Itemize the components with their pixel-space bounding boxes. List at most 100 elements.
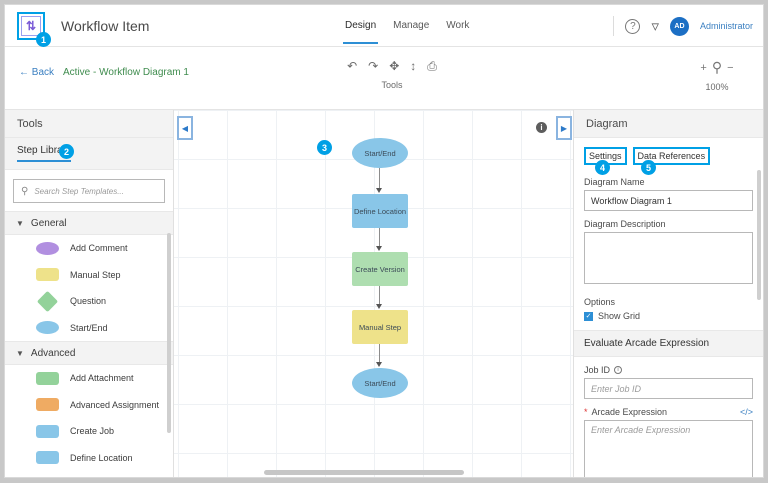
group-label: General [30, 217, 67, 229]
edge-arrowhead-icon [376, 188, 382, 193]
diagram-node-end[interactable]: Start/End [352, 368, 408, 398]
sub-header-toolbar: ← Back Active - Workflow Diagram 1 ↶ ↷ ✥… [5, 47, 763, 110]
list-item[interactable]: Manual Step [5, 262, 173, 289]
diagram-canvas[interactable]: ◀ i ▶ Start/End Define Location Create V… [174, 110, 573, 477]
canvas-horizontal-scrollbar[interactable] [264, 470, 464, 475]
show-grid-option[interactable]: ✓ Show Grid [584, 311, 753, 321]
edge-connector [379, 344, 380, 364]
list-item[interactable]: Add Attachment [5, 365, 173, 392]
step-swatch-icon [36, 398, 59, 412]
tab-step-library[interactable]: Step Library [17, 145, 71, 162]
list-item[interactable]: Run GP Service [5, 471, 173, 477]
back-label: Back [31, 67, 55, 78]
job-id-label: Job ID [584, 365, 611, 375]
logo-glyph: ⇅ [25, 18, 37, 33]
chevron-down-icon: ▼ [16, 348, 24, 358]
code-brackets-icon[interactable]: </> [739, 407, 753, 417]
nav-tab-manage[interactable]: Manage [393, 20, 430, 31]
step-label: Define Location [70, 452, 133, 463]
callout-badge-4: 4 [595, 160, 610, 175]
print-icon[interactable]: ⎙ [427, 59, 437, 73]
info-icon[interactable]: i [536, 122, 547, 133]
search-container: ⚲ [5, 170, 173, 211]
main-nav: Design Manage Work [342, 5, 470, 47]
evaluate-arcade-section-title: Evaluate Arcade Expression [574, 330, 763, 357]
header-divider [613, 16, 615, 36]
tool-icon-row: ↶ ↷ ✥ ↕ ⎙ [337, 59, 447, 73]
group-header-advanced[interactable]: ▼ Advanced [5, 341, 173, 365]
workflow-logo-icon[interactable]: ⇅ [17, 11, 45, 40]
diagram-name-label: Diagram Name [584, 177, 645, 187]
diagram-node-create-version[interactable]: Create Version [352, 252, 408, 286]
avatar[interactable]: AD [669, 16, 689, 36]
list-item[interactable]: Start/End [5, 315, 173, 342]
bell-icon[interactable]: ▿ [651, 17, 659, 35]
magnifier-icon[interactable]: ⚲ [711, 59, 723, 75]
main-body: Tools Step Library ⚲ ▼ General Add Comme… [5, 110, 763, 477]
question-mark-icon[interactable]: ? [625, 18, 641, 34]
step-label: Manual Step [70, 269, 121, 280]
application-window: ⇅ Workflow Item Design Manage Work ? ▿ A… [4, 4, 764, 478]
step-label: Advanced Assignment [70, 399, 160, 410]
required-asterisk: * [584, 407, 588, 417]
list-item[interactable]: Question [5, 288, 173, 315]
group-label: Advanced [30, 347, 76, 359]
step-label: Question [70, 296, 107, 307]
step-swatch-icon [36, 424, 59, 438]
step-swatch-icon [36, 371, 59, 385]
job-id-input[interactable] [584, 378, 753, 399]
list-item[interactable]: Advanced Assignment [5, 392, 173, 419]
step-swatch-icon [36, 451, 59, 465]
edge-arrowhead-icon [376, 246, 382, 251]
collapse-right-panel-button[interactable]: ▶ [556, 116, 572, 140]
diagram-node-manual-step[interactable]: Manual Step [352, 310, 408, 344]
zoom-level-label: 100% [705, 82, 729, 92]
step-label: Create Job [70, 426, 115, 437]
back-link[interactable]: ← Back [19, 67, 54, 78]
callout-badge-1: 1 [36, 32, 51, 47]
step-swatch-icon [36, 321, 59, 335]
list-item[interactable]: Create Job [5, 418, 173, 445]
search-input[interactable] [34, 186, 157, 196]
tools-panel-tabs: Step Library [5, 138, 173, 170]
diagram-description-input[interactable] [584, 232, 753, 284]
diagram-panel-title: Diagram [574, 110, 763, 138]
user-name-label: Administrator [699, 21, 753, 31]
list-item[interactable]: Define Location [5, 445, 173, 472]
diagram-name-input[interactable] [584, 190, 753, 211]
top-header: ⇅ Workflow Item Design Manage Work ? ▿ A… [5, 5, 763, 47]
show-grid-checkbox[interactable]: ✓ [584, 311, 593, 321]
job-id-label-row: Job ID i [584, 365, 753, 375]
logo-inner-frame: ⇅ [21, 15, 41, 36]
diagram-panel-scrollbar[interactable] [757, 170, 761, 300]
search-box[interactable]: ⚲ [13, 179, 165, 203]
nav-tab-design[interactable]: Design [342, 8, 379, 44]
collapse-left-panel-button[interactable]: ◀ [177, 116, 193, 140]
step-label: Add Comment [70, 243, 128, 254]
tools-panel: Tools Step Library ⚲ ▼ General Add Comme… [5, 110, 174, 477]
diagram-node-start[interactable]: Start/End [352, 138, 408, 168]
show-grid-label: Show Grid [598, 311, 641, 321]
align-horizontal-icon[interactable]: ✥ [389, 59, 400, 73]
step-swatch-icon [36, 268, 59, 282]
tools-panel-scrollbar[interactable] [167, 233, 171, 433]
align-vertical-icon[interactable]: ↕ [410, 59, 417, 73]
zoom-in-button[interactable]: + [700, 61, 707, 74]
info-icon[interactable]: i [614, 366, 623, 374]
nav-tab-work[interactable]: Work [446, 20, 470, 31]
callout-badge-5: 5 [641, 160, 656, 175]
arcade-expression-input[interactable] [584, 420, 753, 477]
group-header-general[interactable]: ▼ General [5, 211, 173, 235]
tools-label: Tools [381, 80, 403, 90]
list-item[interactable]: Add Comment [5, 235, 173, 262]
redo-icon[interactable]: ↷ [368, 59, 379, 73]
diagram-node-define-location[interactable]: Define Location [352, 194, 408, 228]
diagram-properties-panel: Diagram Settings Data References Diagram… [573, 110, 763, 477]
zoom-out-button[interactable]: − [727, 61, 734, 74]
diagram-panel-body: Settings Data References Diagram Name Di… [574, 138, 763, 477]
edge-connector [379, 228, 380, 248]
undo-icon[interactable]: ↶ [347, 59, 358, 73]
tools-panel-title: Tools [5, 110, 173, 138]
arcade-label-row: * Arcade Expression </> [584, 407, 753, 417]
step-swatch-icon [36, 290, 59, 312]
